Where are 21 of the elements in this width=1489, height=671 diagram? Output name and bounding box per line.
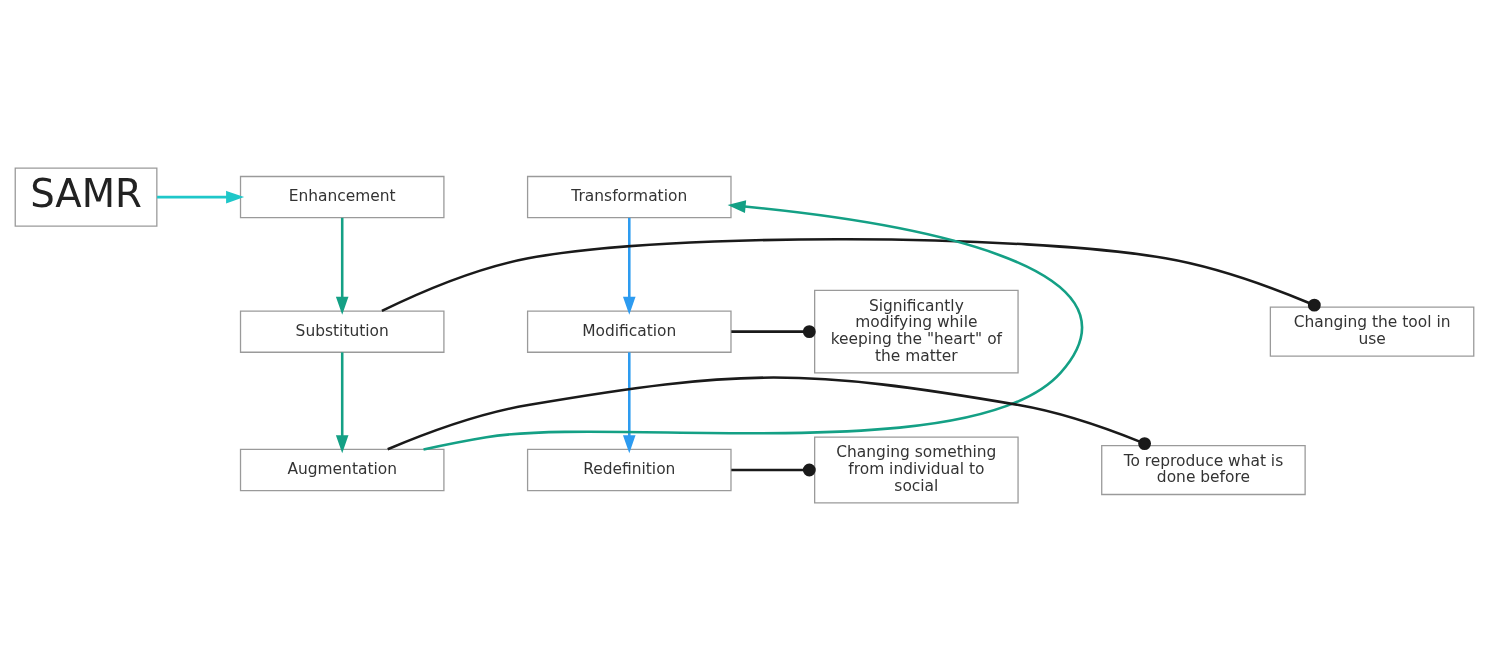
node-box: Transformation	[526, 175, 732, 219]
node-box: Changing something from individual to social	[814, 436, 1019, 504]
node-box: Changing the tool in use	[1269, 306, 1475, 357]
node-box: SAMR	[14, 167, 158, 227]
connector	[731, 325, 816, 339]
arrow	[423, 200, 1083, 451]
node-box: Modification	[526, 310, 732, 353]
connector	[381, 238, 1321, 313]
arrow	[335, 217, 349, 315]
node-box: Enhancement	[239, 175, 445, 219]
node-box: Substitution	[239, 310, 445, 353]
node-box: Augmentation	[239, 448, 445, 492]
node-box: To reproduce what is done before	[1101, 444, 1306, 496]
arrow	[622, 217, 636, 315]
connector	[731, 463, 816, 477]
node-box: Redefinition	[526, 448, 732, 492]
arrow	[622, 352, 636, 454]
connector	[387, 376, 1151, 451]
arrow	[335, 352, 349, 454]
node-box: Significantly modifying while keeping the "heart" of the matter	[814, 289, 1019, 374]
arrow	[157, 190, 245, 204]
